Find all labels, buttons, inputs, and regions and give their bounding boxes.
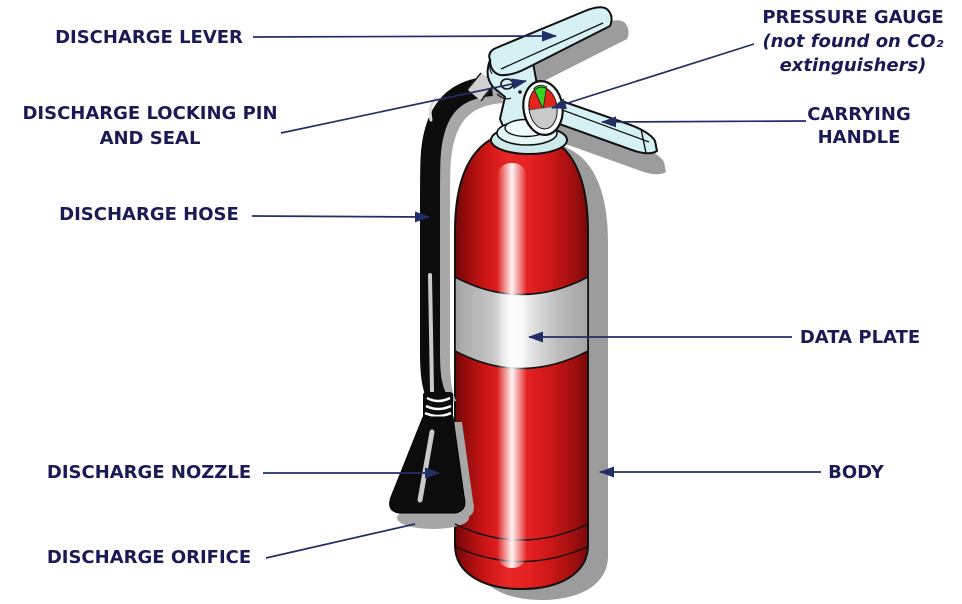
label-discharge-hose: DISCHARGE HOSE xyxy=(59,204,239,225)
label-discharge-lever: DISCHARGE LEVER xyxy=(55,27,243,48)
label-discharge-nozzle: DISCHARGE NOZZLE xyxy=(46,462,252,483)
leader-carrying-handle xyxy=(601,116,807,128)
hose-highlight-top xyxy=(428,96,438,122)
leader-discharge-hose xyxy=(251,211,430,223)
pressure-gauge xyxy=(522,80,564,136)
label-carrying-handle-line1: CARRYING xyxy=(807,104,911,125)
label-discharge-locking-pin-line1: DISCHARGE LOCKING PIN xyxy=(22,103,278,124)
nozzle-highlight xyxy=(417,429,435,503)
label-body: BODY xyxy=(828,462,884,483)
leader-pressure-gauge xyxy=(551,43,755,110)
leader-discharge-lever xyxy=(252,30,557,42)
valve-rivet xyxy=(518,90,522,94)
label-pressure-gauge-line3: extinguishers) xyxy=(779,55,927,76)
coupling-ring-3 xyxy=(424,411,452,418)
lever-crease xyxy=(500,22,604,70)
label-pressure-gauge-line1: PRESSURE GAUGE xyxy=(762,7,944,28)
lever-shadow xyxy=(506,20,629,89)
label-pressure-gauge-line2: (not found on CO₂ xyxy=(762,31,944,52)
gauge-green-zone xyxy=(533,84,548,111)
label-pressure-gauge: PRESSURE GAUGE (not found on CO₂ extingu… xyxy=(741,6,962,78)
coupling-ring-2 xyxy=(425,404,452,411)
leader-discharge-orifice xyxy=(265,523,416,559)
body-highlight xyxy=(497,163,527,568)
hose-sleeve-edge-1 xyxy=(466,72,482,91)
lever-left-facet xyxy=(489,58,493,75)
hose-highlight xyxy=(428,273,434,393)
label-discharge-locking-pin: DISCHARGE LOCKING PIN AND SEAL xyxy=(17,101,283,151)
coupling-ring-1 xyxy=(426,396,451,403)
leader-lines xyxy=(251,30,821,559)
label-data-plate: DATA PLATE xyxy=(799,327,921,348)
leader-locking-pin xyxy=(280,78,527,134)
label-discharge-locking-pin-line2: AND SEAL xyxy=(99,128,201,149)
label-carrying-handle-line2: HANDLE xyxy=(817,127,901,148)
label-discharge-orifice: DISCHARGE ORIFICE xyxy=(46,547,252,568)
label-carrying-handle: CARRYING HANDLE xyxy=(789,103,929,149)
handle-endcap xyxy=(640,128,647,154)
valve-detail-line xyxy=(496,93,512,100)
